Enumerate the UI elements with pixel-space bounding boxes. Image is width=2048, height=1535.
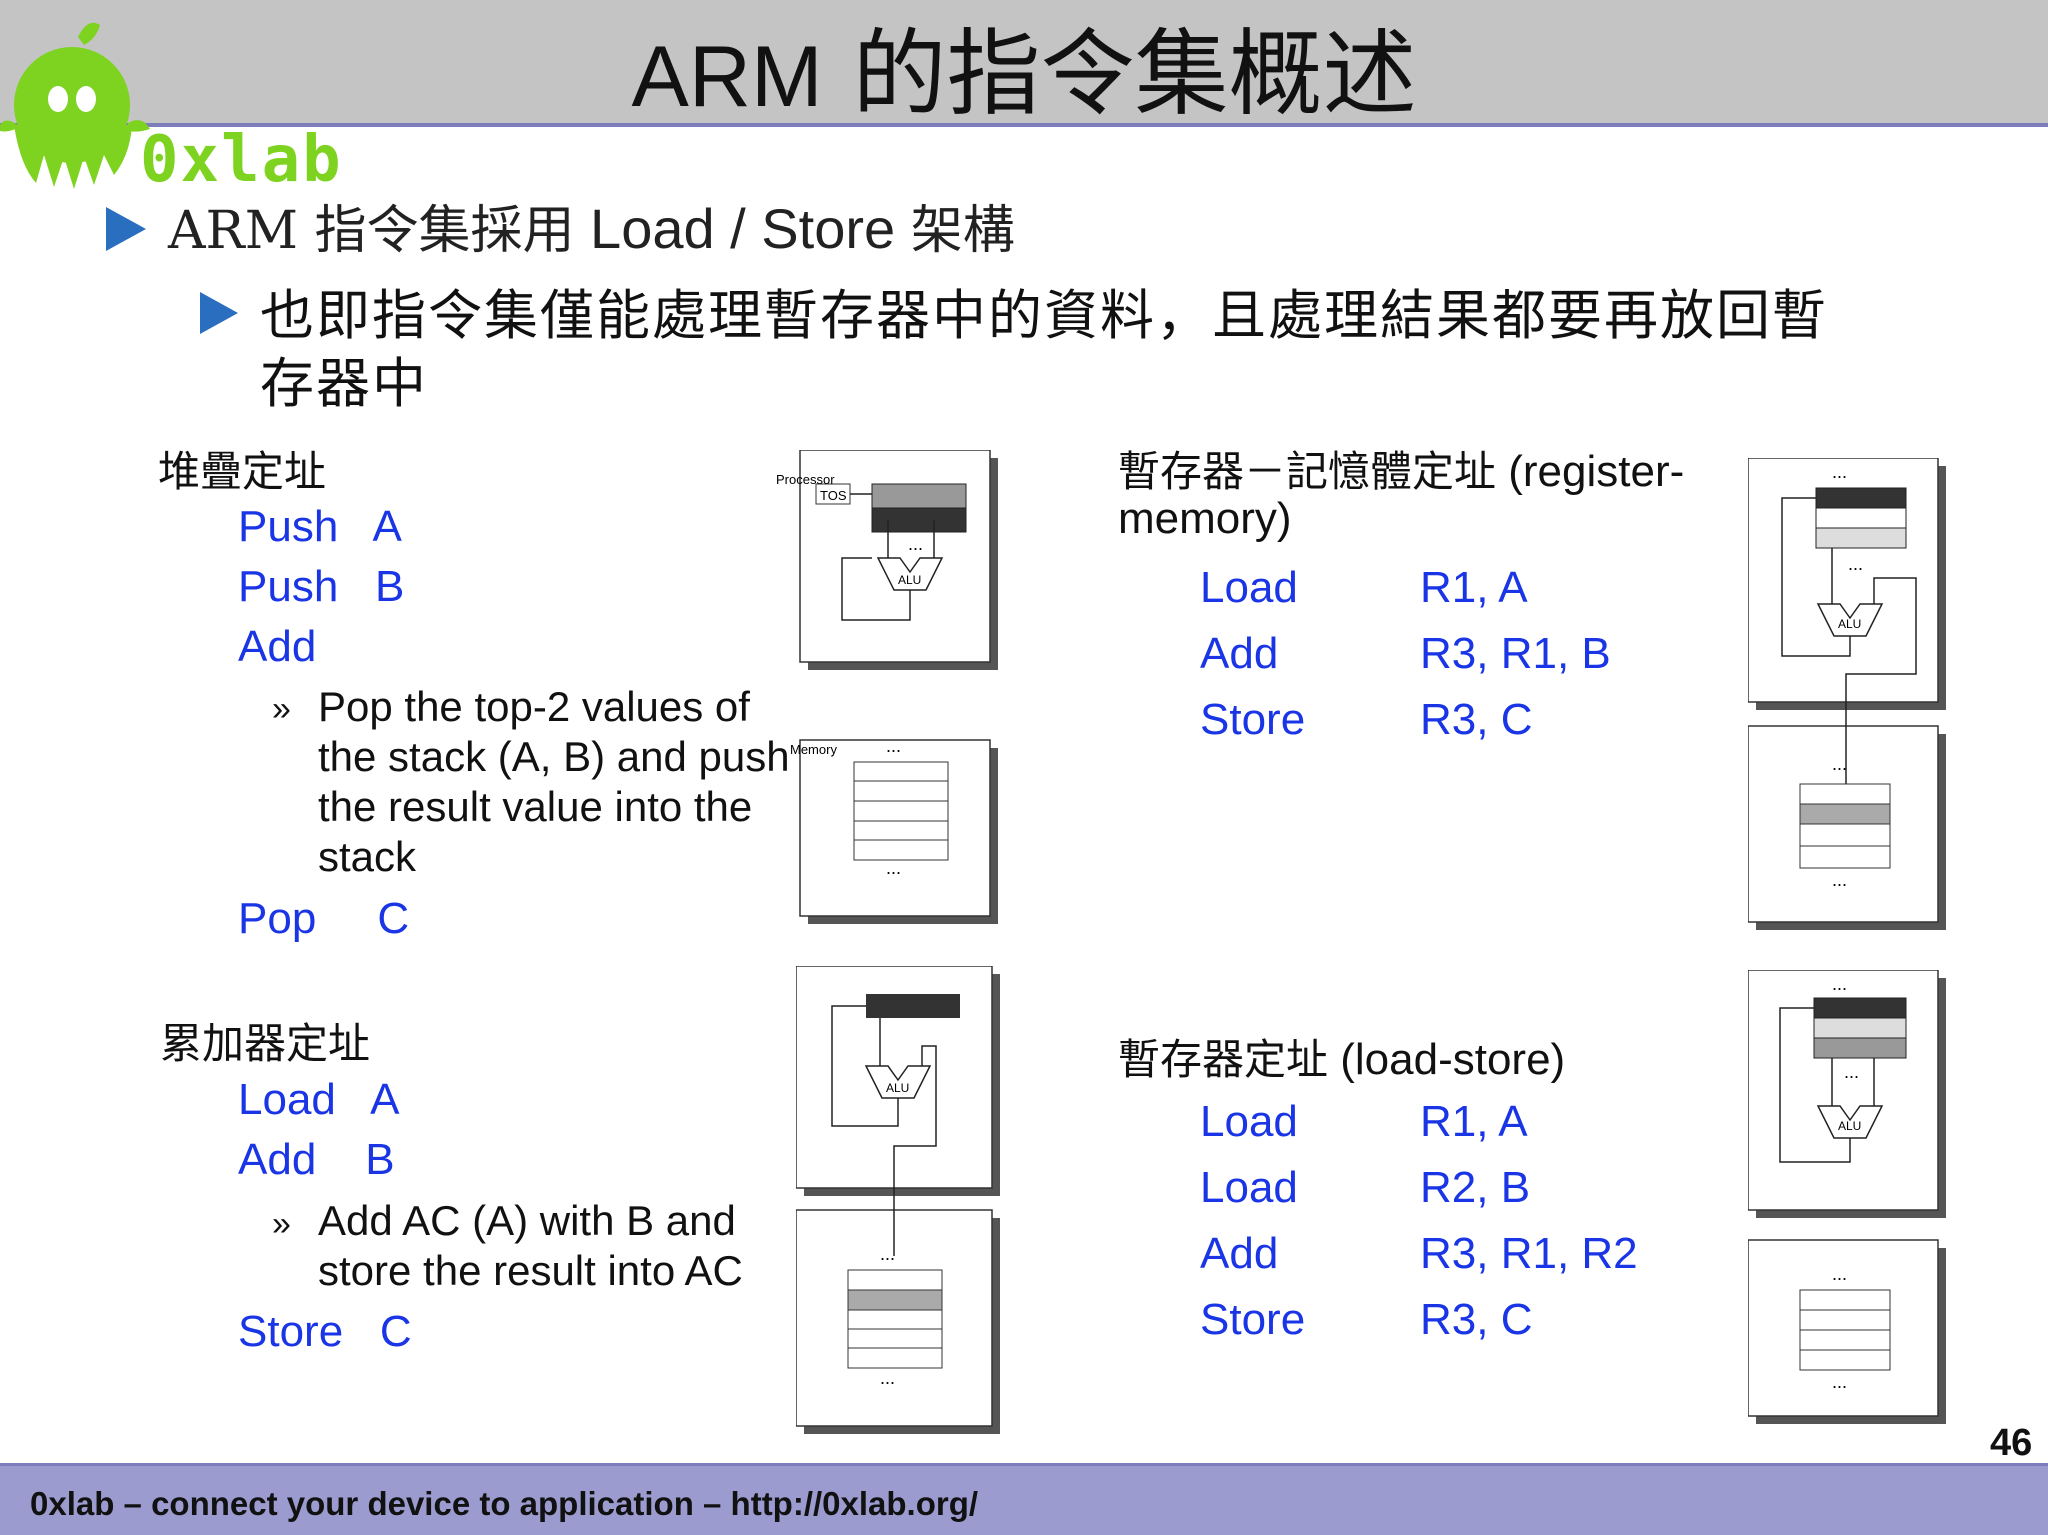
alu-label: ALU	[1838, 617, 1861, 631]
stack-code-1: Push A	[238, 502, 402, 551]
stack-diagram: TOS Processor ... ALU Memory ... ...	[776, 450, 998, 924]
bullet-level2-line1: 也即指令集僅能處理暫存器中的資料，且處理結果都要再放回暫	[260, 284, 1828, 347]
bullet1-text-c: 架構	[910, 201, 1015, 261]
register-dots: ...	[908, 534, 923, 554]
stack-code-end: Pop C	[238, 894, 410, 943]
acc-code-end: Store C	[238, 1307, 412, 1356]
ls-op-4: Store	[1200, 1295, 1306, 1344]
note-bullet: »	[272, 690, 291, 728]
footer-bar	[0, 1466, 2048, 1535]
memory-label: Memory	[790, 742, 837, 757]
ls-args-1: R1, A	[1420, 1097, 1528, 1146]
mascot-icon	[0, 22, 150, 189]
title-han: 的指令集概述	[852, 20, 1417, 129]
alu-label: ALU	[886, 1081, 909, 1095]
stack-code-2: Push B	[238, 562, 405, 611]
footer-line	[0, 1463, 2048, 1466]
acc-code-1: Load A	[238, 1075, 400, 1124]
register-dots-mid: ...	[1848, 554, 1863, 574]
stack-code-3: Add	[238, 622, 317, 671]
rm-op-3: Store	[1200, 695, 1306, 744]
title-latin: ARM	[631, 29, 823, 125]
acc-note-line1: Add AC (A) with B and	[318, 1197, 736, 1244]
rm-args-1: R1, A	[1420, 563, 1528, 612]
load-store-diagram: ... ... ALU ... ...	[1748, 970, 1946, 1424]
register-memory-diagram: ... ... ALU ... ...	[1748, 458, 1946, 930]
footer-text: 0xlab – connect your device to applicati…	[30, 1485, 979, 1522]
ls-args-4: R3, C	[1420, 1295, 1533, 1344]
accumulator-diagram: ALU ... ...	[796, 966, 1000, 1434]
memory-dots-top: ...	[880, 1244, 895, 1264]
memory-dots-top: ...	[1832, 754, 1847, 774]
title-bar	[0, 0, 2048, 124]
register-memory-title: 暫存器－記憶體定址 (register-	[1118, 438, 1684, 499]
slide-title: ARM 的指令集概述	[0, 0, 2048, 129]
accumulator-section-title: 累加器定址	[160, 1019, 371, 1068]
register-dots-top: ...	[1832, 974, 1847, 994]
ls-title-latin: (load-store)	[1328, 1035, 1566, 1084]
bullet1-text-b: Load / Store	[574, 197, 911, 260]
acc-code-2: Add B	[238, 1135, 395, 1184]
note-bullet: »	[272, 1205, 291, 1243]
register-dots-top: ...	[1832, 462, 1847, 482]
memory-dots-top: ...	[1832, 1264, 1847, 1284]
rm-op-1: Load	[1200, 563, 1298, 612]
memory-dots-top: ...	[886, 736, 901, 756]
tos-label: TOS	[820, 488, 847, 503]
ls-args-3: R3, R1, R2	[1420, 1229, 1638, 1278]
ls-op-2: Load	[1200, 1163, 1298, 1212]
alu-label: ALU	[898, 573, 921, 587]
bullet-triangle-icon	[106, 207, 146, 251]
alu-label: ALU	[1838, 1119, 1861, 1133]
stack-note-line2: the stack (A, B) and push	[318, 733, 790, 780]
memory-dots-bottom: ...	[1832, 870, 1847, 890]
title-underline	[0, 123, 2048, 127]
stack-note-line4: stack	[318, 833, 417, 880]
stack-section-title: 堆疊定址	[158, 447, 327, 496]
stack-note-line3: the result value into the	[318, 783, 753, 830]
logo: 0xlab	[0, 15, 360, 197]
register-memory-title-line2: memory)	[1118, 494, 1292, 544]
memory-dots-bottom: ...	[1832, 1372, 1847, 1392]
load-store-title: 暫存器定址 (load-store)	[1118, 1026, 1565, 1087]
bullet-level2-line2: 存器中	[260, 352, 428, 415]
rm-op-2: Add	[1200, 629, 1279, 678]
bullet-level1: ARM 指令集採用 Load / Store 架構	[168, 196, 1015, 264]
rm-args-2: R3, R1, B	[1420, 629, 1611, 678]
stack-note-line1: Pop the top-2 values of	[318, 683, 750, 730]
ls-op-3: Add	[1200, 1229, 1279, 1278]
memory-dots-bottom: ...	[880, 1368, 895, 1388]
bullet1-text-a: ARM 指令集採用	[168, 201, 575, 261]
ls-title-han: 暫存器定址	[1118, 1035, 1329, 1084]
rm-title-latin2: memory)	[1118, 494, 1292, 543]
ls-args-2: R2, B	[1420, 1163, 1531, 1212]
logo-text: 0xlab	[140, 123, 343, 197]
rm-title-latin: (register-	[1496, 447, 1685, 496]
ls-op-1: Load	[1200, 1097, 1298, 1146]
rm-title-han: 暫存器－記憶體定址	[1118, 447, 1497, 496]
acc-note-line2: store the result into AC	[318, 1247, 743, 1294]
processor-label: Processor	[776, 472, 835, 487]
memory-dots-bottom: ...	[886, 858, 901, 878]
page-number: 46	[1990, 1422, 2033, 1464]
rm-args-3: R3, C	[1420, 695, 1533, 744]
bullet-triangle-icon	[200, 292, 238, 334]
register-dots-mid: ...	[1844, 1062, 1859, 1082]
